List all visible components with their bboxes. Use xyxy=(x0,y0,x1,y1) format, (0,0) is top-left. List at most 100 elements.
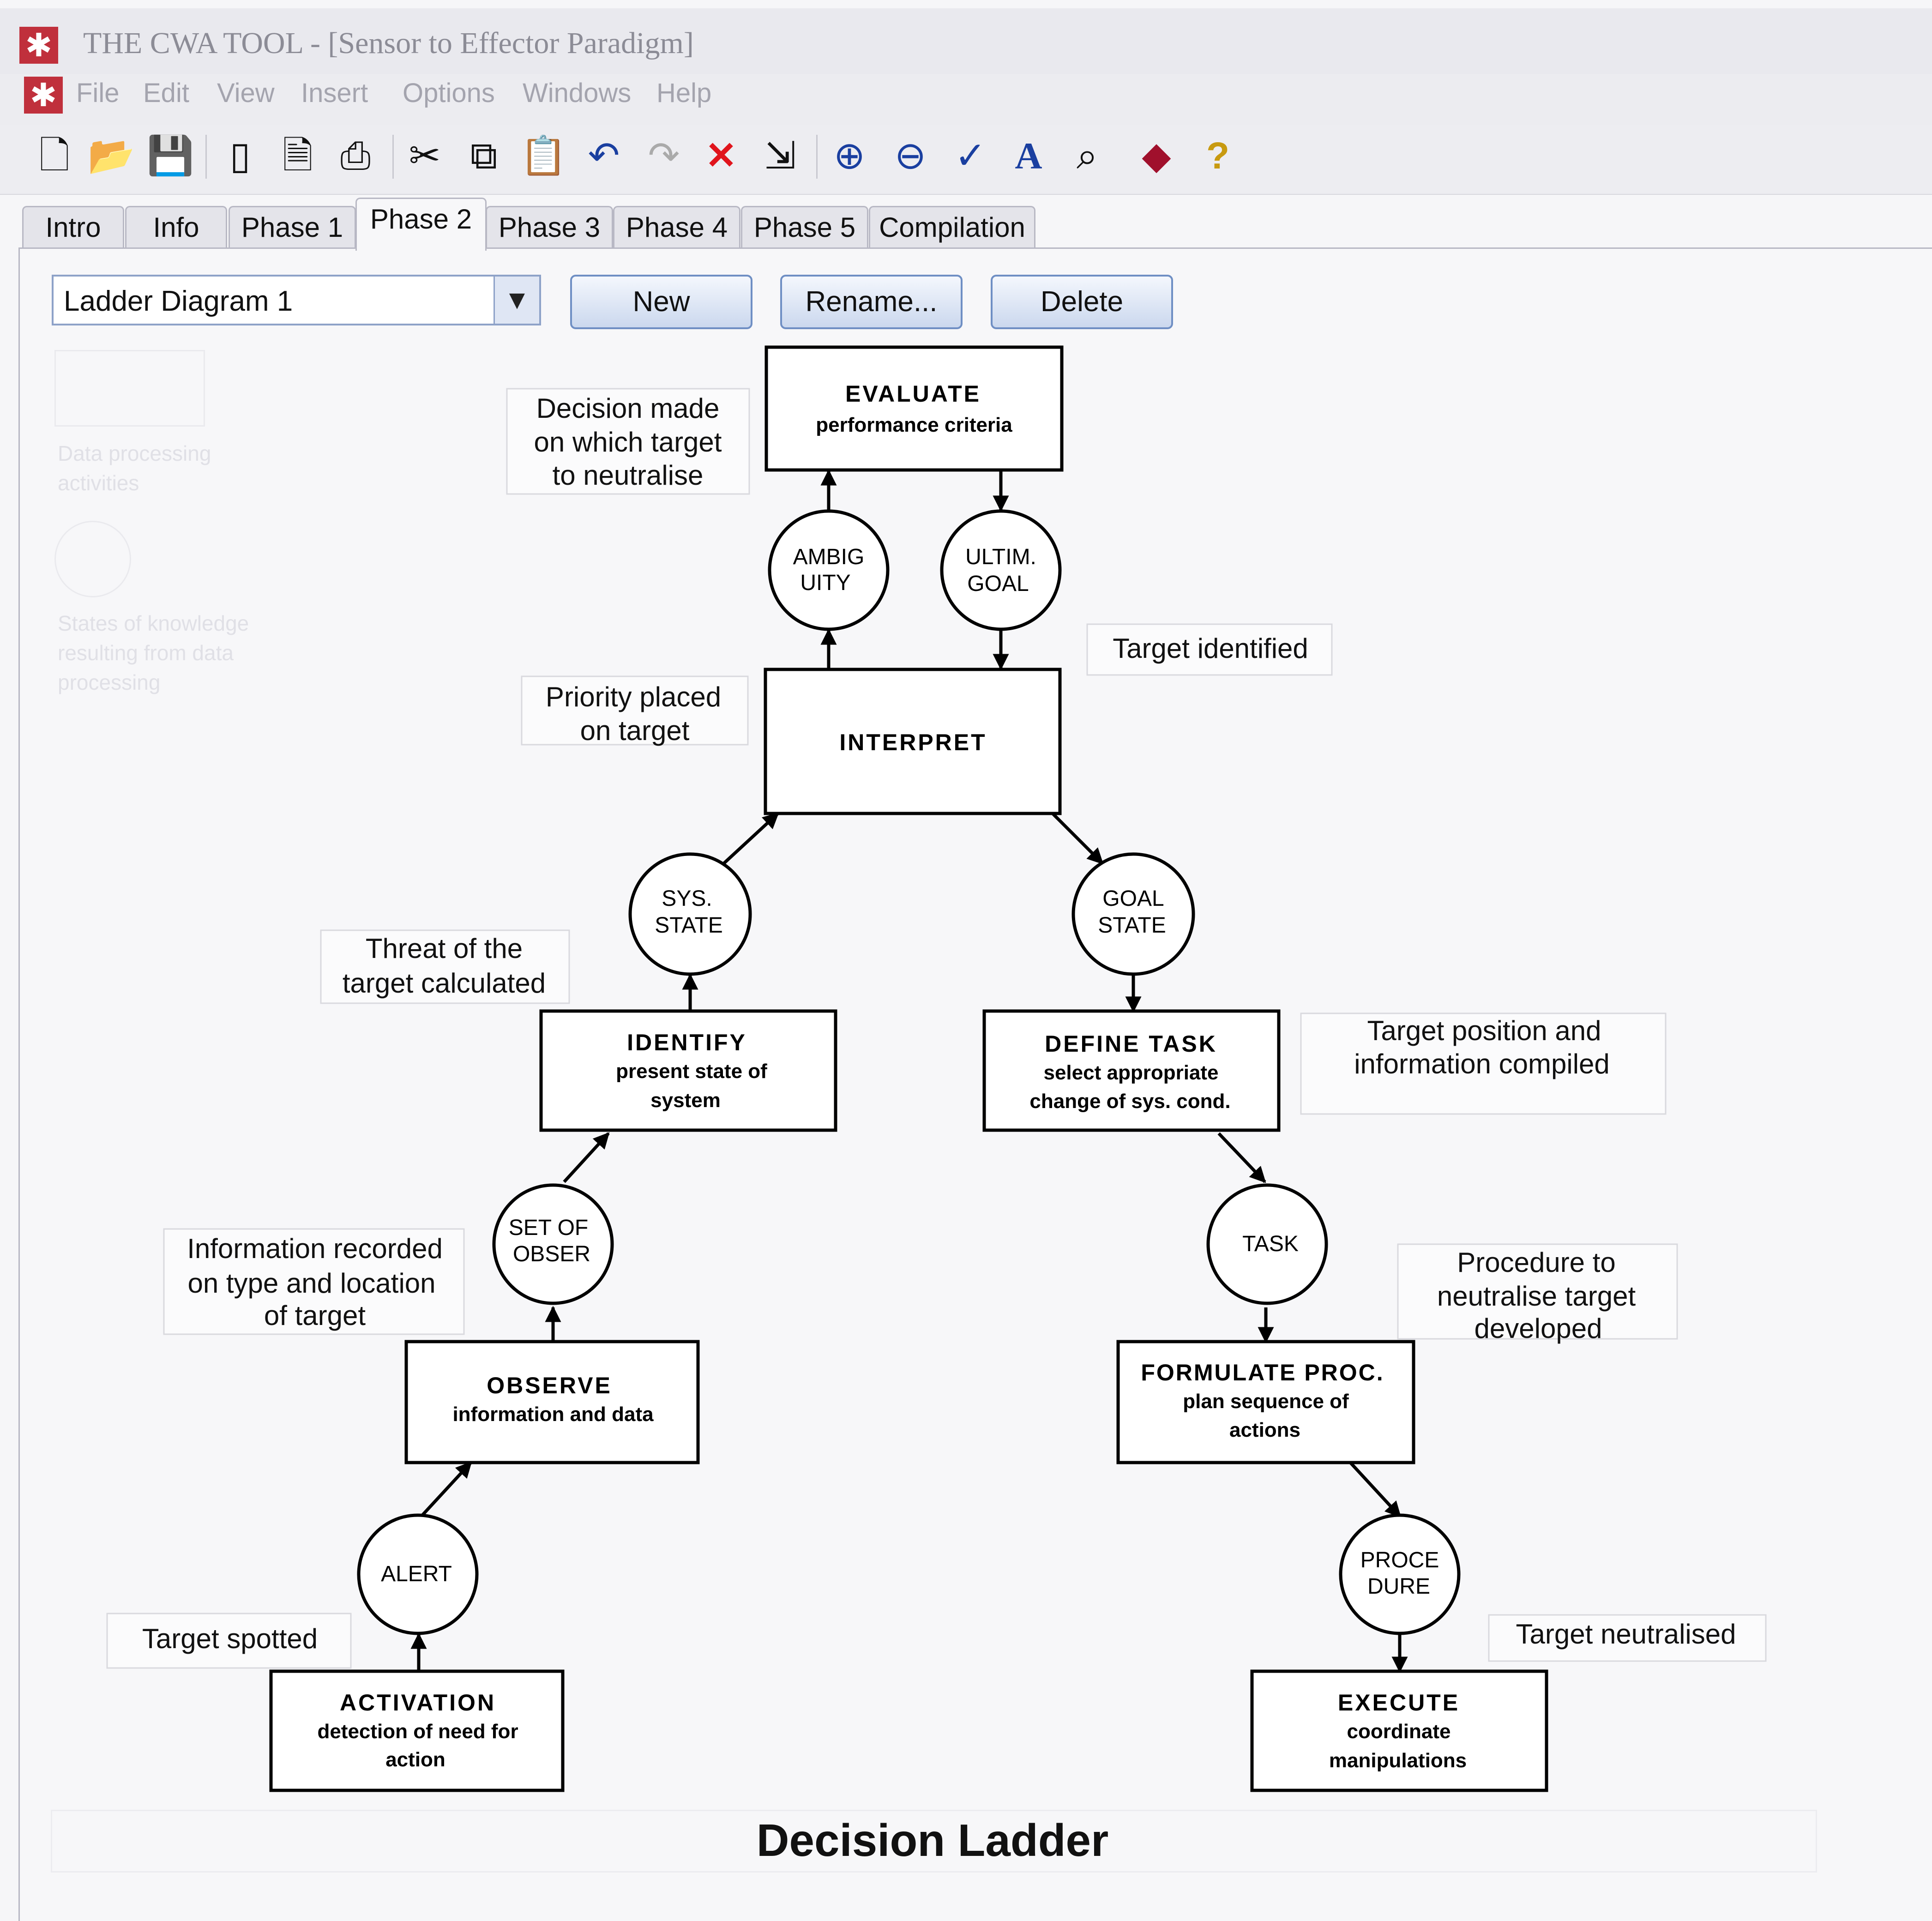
box-evaluate[interactable]: EVALUATE performance criteria xyxy=(764,345,1064,472)
box-execute[interactable]: EXECUTE coordinate manipulations xyxy=(1250,1669,1548,1792)
annotation-procedure-line1: Procedure to xyxy=(1457,1247,1616,1278)
menu-windows[interactable]: Windows xyxy=(523,78,632,108)
box-formulate[interactable]: FORMULATE PROC. plan sequence of actions xyxy=(1116,1340,1415,1464)
box-evaluate-title: EVALUATE xyxy=(845,381,981,407)
state-alert-label: ALERT xyxy=(381,1562,452,1586)
state-sys-state[interactable]: SYS. STATE xyxy=(628,852,752,976)
arrow-set-of-obser-identify xyxy=(563,1132,610,1183)
annotation-threat-line1: Threat of the xyxy=(366,933,523,964)
activity-boxes: EVALUATE performance criteria INTERPRET … xyxy=(269,345,1548,1792)
box-execute-sub1: coordinate xyxy=(1347,1720,1451,1743)
state-set-of-obser[interactable]: SET OF OBSER xyxy=(492,1183,614,1305)
annotation-decision-line1: Decision made xyxy=(536,393,720,424)
tab-phase-2[interactable]: Phase 2 xyxy=(355,198,487,251)
state-goal-state[interactable]: GOAL STATE xyxy=(1071,852,1195,976)
box-identify-title: IDENTIFY xyxy=(627,1030,747,1055)
annotation-recorded-line2: on type and location xyxy=(187,1268,435,1299)
redo-icon[interactable]: ↷ xyxy=(648,135,680,177)
state-set-of-obser-line1: SET OF xyxy=(509,1216,588,1240)
tab-phase-1[interactable]: Phase 1 xyxy=(229,206,356,250)
arrow-define-task-task xyxy=(1217,1132,1266,1183)
box-interpret-title: INTERPRET xyxy=(839,729,987,755)
document-menu-icon[interactable] xyxy=(24,77,63,114)
annotation-decision-box xyxy=(506,388,750,495)
box-observe-title: OBSERVE xyxy=(487,1373,612,1398)
menu-help[interactable]: Help xyxy=(656,78,712,108)
tab-compilation[interactable]: Compilation xyxy=(869,206,1035,250)
annotation-recorded-line1: Information recorded xyxy=(187,1233,443,1264)
annotation-threat-line2: target calculated xyxy=(343,968,546,999)
state-ultim-goal[interactable]: ULTIM. GOAL xyxy=(940,509,1062,631)
diagram-footer-strip xyxy=(51,1810,1817,1873)
help-icon[interactable]: ? xyxy=(1206,135,1230,177)
toolbar-separator xyxy=(816,135,818,179)
spell-check-icon[interactable]: ✓ xyxy=(954,135,987,177)
print-icon[interactable]: ⎙ xyxy=(340,135,371,177)
menu-file[interactable]: File xyxy=(76,78,120,108)
font-icon[interactable]: A xyxy=(1015,135,1042,177)
arrow-alert-observe xyxy=(420,1461,472,1518)
toolbar-separator xyxy=(392,135,394,179)
menu-edit[interactable]: Edit xyxy=(143,78,189,108)
copy-icon[interactable]: ⧉ xyxy=(470,135,498,177)
annotation-procedure-box xyxy=(1397,1243,1678,1340)
book-icon[interactable]: ◆ xyxy=(1142,135,1171,177)
box-interpret[interactable]: INTERPRET xyxy=(764,668,1062,815)
menu-view[interactable]: View xyxy=(217,78,275,108)
annotation-priority-line2: on target xyxy=(580,715,690,746)
ladder-connectors xyxy=(410,469,1408,1673)
box-observe[interactable]: OBSERVE information and data xyxy=(404,1340,700,1464)
box-evaluate-sub1: performance criteria xyxy=(816,414,1012,436)
print-preview-icon[interactable]: 🗎 xyxy=(283,135,313,177)
menu-insert[interactable]: Insert xyxy=(301,78,368,108)
rename-button[interactable]: Rename... xyxy=(780,275,963,329)
find-icon[interactable]: ⌕ xyxy=(1077,135,1098,177)
app-icon xyxy=(19,27,58,64)
state-procedure[interactable]: PROCE DURE xyxy=(1339,1513,1461,1635)
state-ambiguity[interactable]: AMBIG UITY xyxy=(768,509,890,631)
annotation-position-line1: Target position and xyxy=(1367,1015,1601,1046)
state-task-label: TASK xyxy=(1242,1232,1299,1256)
zoom-out-icon[interactable]: ⊖ xyxy=(894,135,927,177)
cut-icon[interactable]: ✂ xyxy=(409,135,441,177)
box-identify-sub1: present state of xyxy=(616,1060,767,1083)
new-button[interactable]: New xyxy=(570,275,752,329)
box-activation[interactable]: ACTIVATION detection of need for action xyxy=(269,1669,565,1792)
import-icon[interactable]: ⇲ xyxy=(764,135,796,177)
arrow-interpret-goal-state xyxy=(1051,812,1104,865)
paste-icon[interactable]: 📋 xyxy=(520,135,567,177)
annotation-procedure-line3: developed xyxy=(1475,1313,1602,1344)
legend-state-swatch xyxy=(54,521,131,597)
tab-phase-5[interactable]: Phase 5 xyxy=(741,206,868,250)
annotation-procedure-line2: neutralise target xyxy=(1437,1281,1636,1312)
print-setup-icon[interactable]: ▯ xyxy=(229,135,251,177)
delete-button[interactable]: Delete xyxy=(991,275,1173,329)
undo-icon[interactable]: ↶ xyxy=(588,135,620,177)
delete-icon[interactable]: ✕ xyxy=(705,135,737,177)
zoom-in-icon[interactable]: ⊕ xyxy=(833,135,866,177)
title-bar: THE CWA TOOL - [Sensor to Effector Parad… xyxy=(0,8,1932,78)
tab-intro[interactable]: Intro xyxy=(22,206,124,250)
new-document-icon[interactable]: 🗋 xyxy=(39,135,70,177)
annotation-target-identified-text: Target identified xyxy=(1113,633,1308,664)
annotations: Decision made on which target to neutral… xyxy=(106,388,1767,1669)
open-folder-icon[interactable]: 📂 xyxy=(88,135,135,177)
state-goal-state-line2: STATE xyxy=(1098,913,1166,938)
box-formulate-sub1: plan sequence of xyxy=(1183,1390,1349,1413)
arrow-formulate-procedure xyxy=(1349,1461,1402,1518)
box-define-task[interactable]: DEFINE TASK select appropriate change of… xyxy=(982,1009,1281,1132)
tab-info[interactable]: Info xyxy=(125,206,227,250)
state-ambiguity-line2: UITY xyxy=(800,571,850,595)
state-alert[interactable]: ALERT xyxy=(357,1513,479,1635)
menu-options[interactable]: Options xyxy=(403,78,495,108)
legend-activities-label: Data processing activities xyxy=(58,441,211,495)
annotation-recorded-line3: of target xyxy=(264,1300,366,1331)
tab-phase-4[interactable]: Phase 4 xyxy=(613,206,740,250)
state-task[interactable]: TASK xyxy=(1206,1183,1328,1305)
box-identify[interactable]: IDENTIFY present state of system xyxy=(539,1009,837,1132)
chevron-down-icon[interactable]: ▼ xyxy=(494,277,539,324)
tab-phase-3[interactable]: Phase 3 xyxy=(486,206,613,250)
save-icon[interactable]: 💾 xyxy=(147,135,194,177)
ladder-diagram-select[interactable]: Ladder Diagram 1 ▼ xyxy=(52,275,541,325)
annotation-recorded-box xyxy=(163,1228,465,1335)
